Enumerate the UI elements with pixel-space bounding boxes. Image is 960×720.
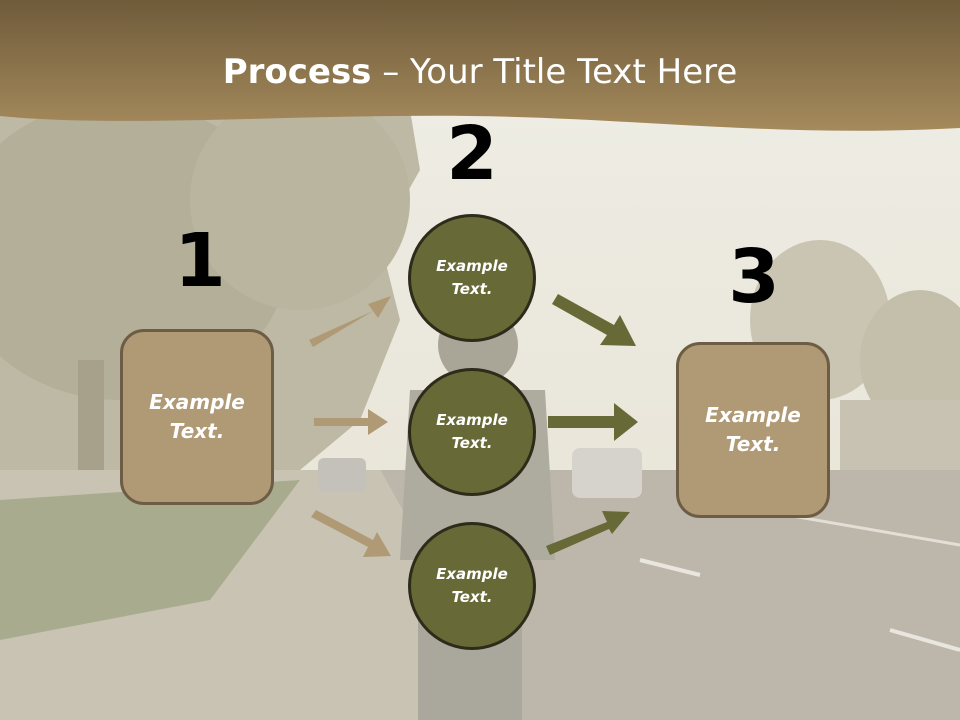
title-rest-text: – Your Title Text Here bbox=[371, 52, 738, 92]
arrow-in-bottom bbox=[311, 510, 391, 557]
node-bottom-text: Example Text. bbox=[436, 565, 508, 606]
node-middle-text: Example Text. bbox=[436, 411, 508, 452]
arrow-out-middle bbox=[548, 403, 638, 441]
step-1-text: Example Text. bbox=[149, 390, 245, 443]
node-circle-top: Example Text. bbox=[408, 214, 536, 342]
step-3-box: Example Text. bbox=[676, 342, 830, 518]
step-number-2: 2 bbox=[446, 111, 498, 197]
step-3-text: Example Text. bbox=[705, 403, 801, 456]
step-number-3: 3 bbox=[728, 234, 780, 320]
title-bold-text: Process bbox=[222, 52, 372, 92]
slide-title: Process – Your Title Text Here bbox=[0, 52, 960, 92]
arrow-out-group bbox=[546, 294, 638, 555]
step-number-1: 1 bbox=[174, 218, 226, 304]
arrow-in-top bbox=[309, 296, 391, 347]
node-circle-middle: Example Text. bbox=[408, 368, 536, 496]
arrow-out-bottom bbox=[546, 511, 630, 555]
arrow-in-middle bbox=[314, 409, 388, 435]
node-circle-bottom: Example Text. bbox=[408, 522, 536, 650]
step-1-box: Example Text. bbox=[120, 329, 274, 505]
arrow-out-top bbox=[552, 294, 636, 346]
arrow-in-group bbox=[309, 296, 391, 557]
node-top-text: Example Text. bbox=[436, 257, 508, 298]
